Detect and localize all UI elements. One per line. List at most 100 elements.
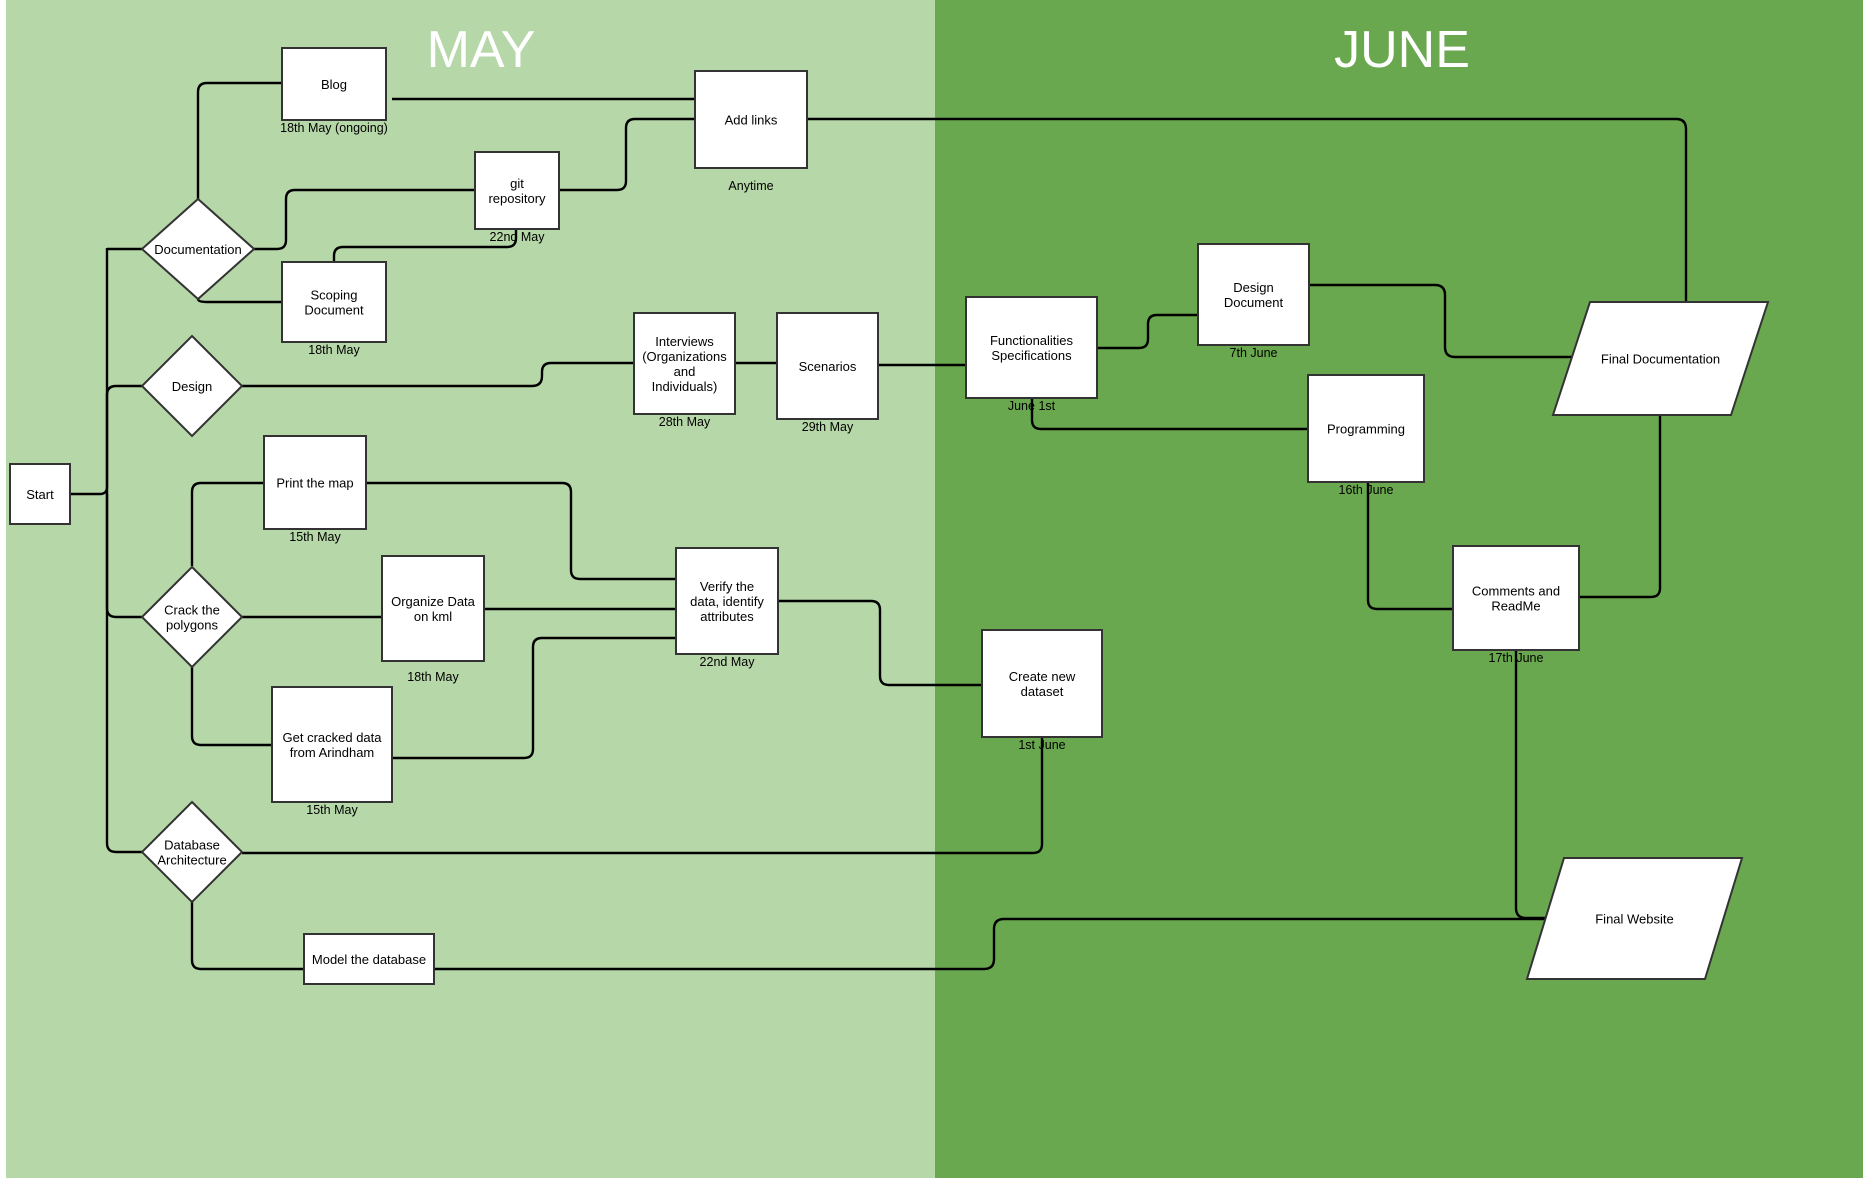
interviews-task-label-line: and <box>674 364 696 379</box>
crack-polygons-decision-label-line: polygons <box>166 618 219 633</box>
design-decision[interactable]: Design <box>140 334 244 438</box>
documentation-decision[interactable]: Documentation <box>140 197 256 301</box>
programming-task-label: Programming <box>1327 422 1405 437</box>
design-decision-label: Design <box>172 379 212 394</box>
edge-git-addlinks <box>559 117 695 192</box>
start-node-label: Start <box>26 487 54 502</box>
scoping-document-task-shape <box>281 261 387 343</box>
final-documentation-output-label: Final Documentation <box>1601 352 1720 367</box>
create-new-dataset-task-date: 1st June <box>1018 738 1065 752</box>
edge-start-design <box>105 384 142 494</box>
print-map-task-label-line: Print the map <box>276 476 353 491</box>
design-document-task-label-line: Document <box>1224 295 1284 310</box>
interviews-task-date: 28th May <box>659 415 711 429</box>
documentation-decision-label: Documentation <box>154 242 241 257</box>
git-repository-task-shape <box>474 151 560 230</box>
edge-design-interviews <box>242 361 634 388</box>
design-document-task-label-line: Design <box>1233 280 1273 295</box>
edge-start-database <box>105 494 142 854</box>
design-document-task-shape <box>1197 243 1310 346</box>
edge-printmap-verify <box>366 481 676 581</box>
scenarios-task-label-line: Scenarios <box>799 359 857 374</box>
print-map-task-shape <box>263 435 367 530</box>
blog-task-label-line: Blog <box>321 77 347 92</box>
edge-func-designdoc <box>1097 313 1198 350</box>
model-database-task-label: Model the database <box>312 952 426 967</box>
edge-programming-comments <box>1366 482 1453 611</box>
database-architecture-decision-label-line: Architecture <box>157 853 226 868</box>
create-new-dataset-task-label-line: dataset <box>1021 684 1064 699</box>
june-lane <box>935 0 1863 1178</box>
blog-task[interactable]: Blog 18th May (ongoing) <box>280 47 388 135</box>
comments-readme-task-date: 17th June <box>1489 651 1544 665</box>
start-node[interactable]: Start <box>9 463 71 525</box>
edge-func-programming <box>1030 398 1308 431</box>
comments-readme-task-label-line: Comments and <box>1472 584 1560 599</box>
create-new-dataset-task-label-line: Create new <box>1009 669 1076 684</box>
verify-data-task-label-line: Verify the <box>700 579 754 594</box>
scenarios-task-date: 29th May <box>802 420 854 434</box>
design-document-task-date: 7th June <box>1230 346 1278 360</box>
blog-task-date: 18th May (ongoing) <box>280 121 388 135</box>
scenarios-task-shape <box>776 312 879 420</box>
functionalities-specifications-task-label-line: Functionalities <box>990 333 1074 348</box>
edge-cracked-verify <box>392 636 676 760</box>
may-lane-title: MAY <box>427 21 536 79</box>
organize-data-task-shape <box>381 555 485 662</box>
interviews-task-label-line: Individuals) <box>652 379 718 394</box>
organize-data-task-label-line: on kml <box>414 609 452 624</box>
design-decision-label-line: Design <box>172 379 212 394</box>
model-database-task[interactable]: Model the database <box>303 933 435 985</box>
edge-crack-printmap <box>190 481 264 566</box>
comments-readme-task-label-line: ReadMe <box>1491 599 1540 614</box>
git-repository-task-date: 22nd May <box>490 230 546 244</box>
functionalities-specifications-task-label-line: Specifications <box>991 348 1072 363</box>
start-node-label-line: Start <box>26 487 54 502</box>
programming-task-shape <box>1307 374 1425 483</box>
scenarios-task[interactable]: Scenarios 29th May <box>776 312 879 434</box>
edge-verify-createds <box>778 599 982 687</box>
final-website-output-label-line: Final Website <box>1595 912 1674 927</box>
model-database-task-shape <box>303 933 435 985</box>
final-website-output[interactable]: Final Website <box>1525 857 1744 980</box>
scoping-document-task-label-line: Scoping <box>311 288 358 303</box>
database-architecture-decision-label-line: Database <box>164 838 220 853</box>
verify-data-task-date: 22nd May <box>700 655 756 669</box>
functionalities-specifications-task-shape <box>965 296 1098 399</box>
final-documentation-output[interactable]: Final Documentation <box>1551 301 1770 416</box>
edge-database-model <box>190 902 304 971</box>
create-new-dataset-task-shape <box>981 629 1103 738</box>
blog-task-label: Blog <box>321 77 347 92</box>
june-lane-title: JUNE <box>1334 21 1470 79</box>
database-architecture-decision-shape <box>140 800 244 904</box>
interviews-task-label-line: Interviews <box>655 334 714 349</box>
interviews-task-label-line: (Organizations <box>642 349 727 364</box>
blog-task-shape <box>281 47 387 121</box>
